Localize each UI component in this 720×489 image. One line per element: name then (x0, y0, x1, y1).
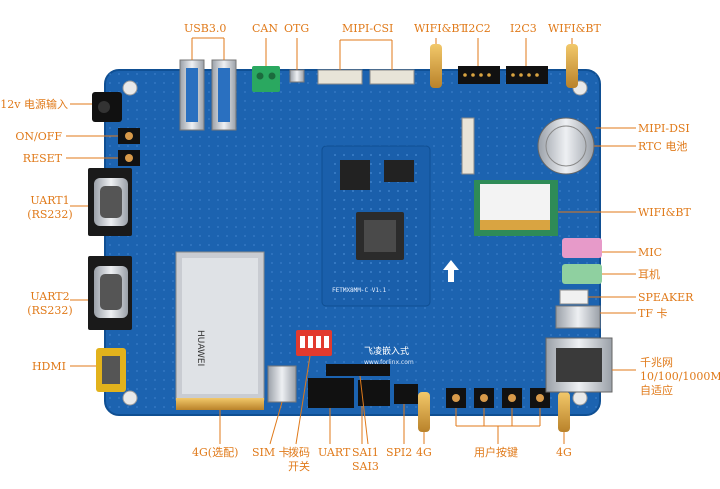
otg-port (289, 69, 305, 83)
spi2-header (394, 384, 418, 404)
label-ethernet-l2: 10/100/1000M (640, 370, 720, 383)
mipi-csi-connector-1 (317, 69, 363, 85)
label-user-keys: 用户按键 (474, 446, 518, 459)
label-tf: TF 卡 (638, 307, 668, 320)
headphone-jack (562, 264, 602, 284)
lte-module-brand: HUAWEI (195, 330, 205, 366)
board-url-text: www.forlinx.com (364, 359, 414, 366)
board-brand-text: 飞凌嵌入式 (364, 345, 409, 357)
label-mic: MIC (638, 246, 663, 259)
label-wifi-bt-top: WIFI&BT (414, 22, 467, 35)
label-on-off: ON/OFF (15, 130, 62, 143)
label-sim: SIM 卡 (252, 446, 290, 459)
label-i2c2: I2C2 (464, 22, 491, 35)
label-otg: OTG (284, 22, 310, 35)
label-mipi-dsi: MIPI-DSI (638, 122, 690, 135)
sai1-header (326, 364, 390, 376)
label-4g-left: 4G (416, 446, 432, 459)
label-uart1-l2: (RS232) (27, 208, 73, 221)
label-wifi-bt-top-right: WIFI&BT (548, 22, 601, 35)
label-sai1: SAI1 (352, 446, 379, 459)
label-dip-l2: 开关 (288, 460, 310, 473)
can-terminal (252, 66, 280, 92)
label-mipi-csi: MIPI-CSI (342, 22, 394, 35)
uart-header (308, 378, 354, 408)
i2c3-header (506, 66, 548, 84)
user-keys (446, 388, 550, 408)
label-usb30: USB3.0 (184, 22, 227, 35)
label-ethernet-l3: 自适应 (640, 384, 673, 397)
label-i2c3: I2C3 (510, 22, 537, 35)
label-4g-right: 4G (556, 446, 572, 459)
wifi-antenna-top (430, 44, 442, 88)
label-hdmi: HDMI (31, 360, 66, 373)
label-can: CAN (252, 22, 278, 35)
label-ethernet-l1: 千兆网 (640, 356, 673, 369)
label-spi2: SPI2 (386, 446, 413, 459)
label-uart: UART (318, 446, 351, 459)
label-lte-optional: 4G(选配) (192, 446, 239, 459)
label-dip-l1: 拨码 (288, 446, 310, 459)
mic-jack (562, 238, 602, 258)
label-headphone: 耳机 (638, 268, 660, 281)
speaker-connector (559, 289, 589, 305)
lte-antenna-right (558, 392, 570, 432)
label-uart2-l2: (RS232) (27, 304, 73, 317)
label-reset: RESET (22, 152, 62, 165)
label-uart1-l1: UART1 (30, 194, 70, 207)
mipi-dsi-connector (461, 117, 475, 175)
label-wifi-bt-right: WIFI&BT (638, 206, 691, 219)
label-uart2-l1: UART2 (30, 290, 70, 303)
tf-slot (555, 305, 601, 329)
lte-antenna-left (418, 392, 430, 432)
i2c2-header (458, 66, 500, 84)
label-sai3: SAI3 (352, 460, 379, 473)
label-rtc: RTC 电池 (638, 140, 688, 153)
label-power-in: 12v 电源输入 (0, 98, 68, 111)
core-model-text: FETMX8MM-C V1.1 (332, 287, 387, 294)
sim-slot (267, 365, 297, 403)
wifi-antenna-top-right (566, 44, 578, 88)
mipi-csi-connector-2 (369, 69, 415, 85)
label-speaker: SPEAKER (638, 291, 694, 304)
